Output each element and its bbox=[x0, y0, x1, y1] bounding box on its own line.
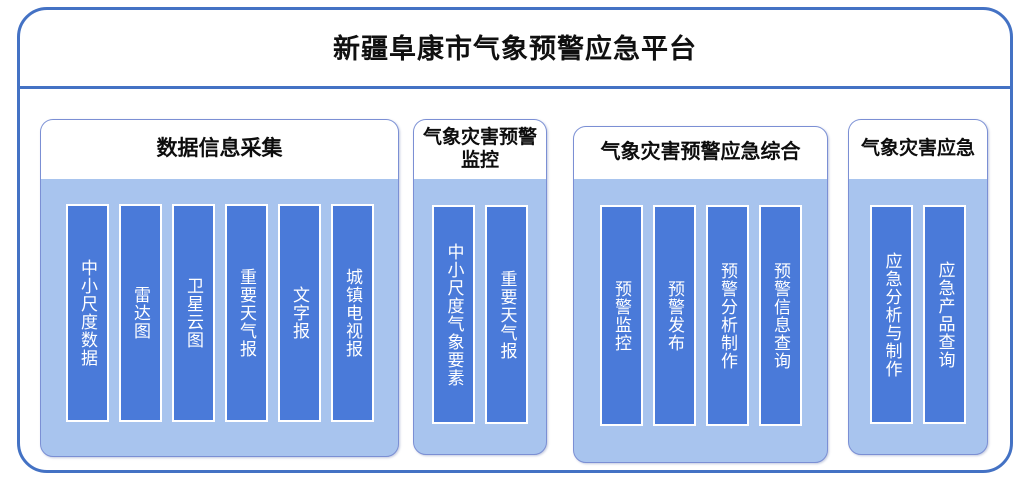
panel-data-collection[interactable]: 数据信息采集 中小尺度数据 雷达图 卫星云图 重要天气报 文字报 城镇电视报 bbox=[40, 119, 399, 457]
module-item[interactable]: 应急产品查询 bbox=[923, 205, 966, 424]
panel-body-disaster-emergency: 应急分析与制作 应急产品查询 bbox=[849, 179, 987, 454]
panel-body-data-collection: 中小尺度数据 雷达图 卫星云图 重要天气报 文字报 城镇电视报 bbox=[41, 179, 398, 456]
module-item[interactable]: 预警分析制作 bbox=[705, 205, 749, 426]
panel-row: 数据信息采集 中小尺度数据 雷达图 卫星云图 重要天气报 文字报 城镇电视报 气… bbox=[17, 90, 1013, 473]
module-item[interactable]: 预警信息查询 bbox=[758, 205, 802, 426]
module-item[interactable]: 城镇电视报 bbox=[330, 204, 374, 422]
panel-body-disaster-warning-monitor: 中小尺度气象要素 重要天气报 bbox=[414, 179, 546, 454]
panel-title-disaster-emergency: 气象灾害应急 bbox=[849, 120, 987, 179]
module-item[interactable]: 中小尺度数据 bbox=[65, 204, 109, 422]
panel-body-warning-emergency-integrated: 预警监控 预警发布 预警分析制作 预警信息查询 bbox=[574, 179, 827, 462]
panel-title-data-collection: 数据信息采集 bbox=[41, 120, 398, 179]
module-item[interactable]: 预警监控 bbox=[599, 205, 643, 426]
module-item[interactable]: 重要天气报 bbox=[485, 205, 528, 424]
panel-title-warning-emergency-integrated: 气象灾害预警应急综合 bbox=[574, 127, 827, 179]
module-item[interactable]: 应急分析与制作 bbox=[870, 205, 913, 424]
module-item[interactable]: 雷达图 bbox=[118, 204, 162, 422]
page-title: 新疆阜康市气象预警应急平台 bbox=[333, 34, 697, 65]
module-item[interactable]: 重要天气报 bbox=[224, 204, 268, 422]
module-item[interactable]: 文字报 bbox=[277, 204, 321, 422]
panel-disaster-emergency[interactable]: 气象灾害应急 应急分析与制作 应急产品查询 bbox=[848, 119, 988, 455]
module-item[interactable]: 预警发布 bbox=[652, 205, 696, 426]
panel-title-disaster-warning-monitor: 气象灾害预警监控 bbox=[414, 120, 546, 179]
platform-title-bar: 新疆阜康市气象预警应急平台 bbox=[17, 7, 1013, 89]
panel-warning-emergency-integrated[interactable]: 气象灾害预警应急综合 预警监控 预警发布 预警分析制作 预警信息查询 bbox=[573, 126, 828, 463]
module-item[interactable]: 卫星云图 bbox=[171, 204, 215, 422]
module-item[interactable]: 中小尺度气象要素 bbox=[432, 205, 475, 424]
panel-disaster-warning-monitor[interactable]: 气象灾害预警监控 中小尺度气象要素 重要天气报 bbox=[413, 119, 547, 455]
